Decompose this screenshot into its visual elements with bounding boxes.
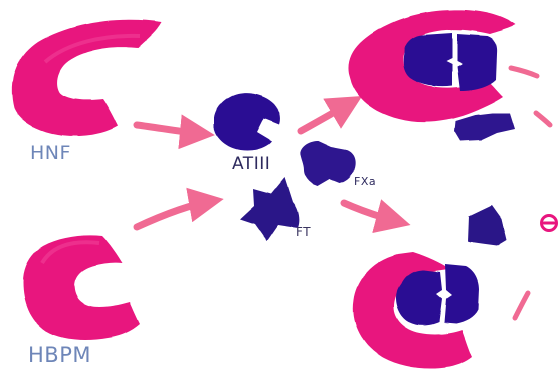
tissue-factor-shape bbox=[240, 177, 300, 241]
hbpm-label: HBPM bbox=[28, 343, 91, 367]
ft-label: FT bbox=[296, 225, 312, 239]
arrow-atiii-to-complex-top bbox=[297, 95, 363, 135]
hnf-label: HNF bbox=[30, 142, 71, 164]
arrow-hbpm-to-ft bbox=[133, 187, 224, 231]
arrow-ft-to-complex-bottom bbox=[340, 199, 411, 234]
inhibition-mark-icon bbox=[540, 214, 558, 232]
top-complex-heparin-shape bbox=[348, 9, 516, 123]
small-arrow-top-upper bbox=[508, 65, 540, 79]
small-arrow-bottom bbox=[512, 290, 531, 321]
top-complex-left-block bbox=[403, 33, 452, 87]
small-arrow-top-lower bbox=[533, 110, 553, 128]
antithrombin-shape bbox=[214, 93, 280, 151]
bottom-complex-left-block bbox=[396, 270, 442, 326]
hnf-heparin-shape bbox=[11, 19, 162, 136]
atiii-label: ATIII bbox=[232, 154, 271, 174]
bottom-complex-heparin-shape bbox=[353, 252, 472, 369]
arrow-hnf-to-atiii bbox=[133, 114, 215, 150]
top-released-factor-shape bbox=[454, 113, 515, 141]
bottom-complex-right-block bbox=[444, 264, 479, 324]
bottom-released-factor-shape bbox=[468, 205, 507, 246]
hbpm-heparin-shape bbox=[23, 235, 140, 340]
fxa-label: FXa bbox=[354, 175, 377, 188]
top-complex-right-block bbox=[457, 34, 498, 91]
factor-xa-shape bbox=[300, 141, 356, 186]
